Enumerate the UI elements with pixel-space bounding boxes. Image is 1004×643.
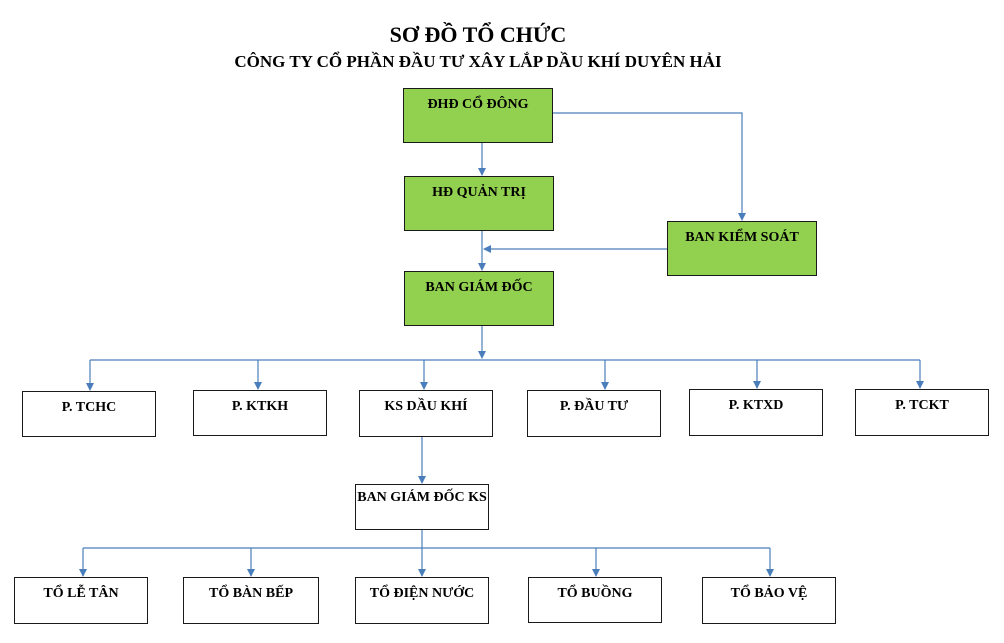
node-department-label: P. TCHC [61,400,117,415]
node-team-label: TỔ LỄ TÂN [43,586,119,601]
node-supervisory-label: BAN KIỂM SOÁT [685,230,799,245]
node-hotel-directors: BAN GIÁM ĐỐC KS [355,484,489,530]
node-team: TỔ ĐIỆN NƯỚC [355,577,489,624]
node-department: P. TCKT [855,389,989,436]
node-hotel-directors-label: BAN GIÁM ĐỐC KS [357,490,487,505]
node-department-label: P. TCKT [895,398,949,413]
node-supervisory: BAN KIỂM SOÁT [667,221,817,276]
node-department: P. KTKH [193,390,327,436]
node-board: HĐ QUẢN TRỊ [404,176,554,231]
chart-subtitle: CÔNG TY CỔ PHẦN ĐẦU TƯ XÂY LẮP DẦU KHÍ D… [234,52,722,71]
node-department-label: P. ĐẦU TƯ [559,399,629,414]
node-shareholders-label: ĐHĐ CỔ ĐÔNG [427,97,529,112]
connector-shareholders-supervisory [553,112,746,221]
node-department-label: KS DẦU KHÍ [384,399,468,414]
node-department: P. KTXD [689,389,823,436]
node-team: TỔ BÀN BẾP [183,577,319,624]
node-department-label: P. KTKH [231,399,289,414]
node-shareholders: ĐHĐ CỔ ĐÔNG [403,88,553,143]
node-team: TỔ LỄ TÂN [14,577,148,624]
node-directors-label: BAN GIÁM ĐỐC [425,280,533,295]
node-team-label: TỔ BUỒNG [557,586,633,601]
node-team-label: TỔ BẢO VỆ [730,586,808,601]
node-directors: BAN GIÁM ĐỐC [404,271,554,326]
node-department: P. TCHC [22,391,156,437]
node-team: TỔ BẢO VỆ [702,577,836,624]
node-team: TỔ BUỒNG [528,577,662,623]
chart-title: SƠ ĐỒ TỔ CHỨC [389,22,567,47]
node-team-label: TỔ BÀN BẾP [208,586,293,601]
node-department: P. ĐẦU TƯ [527,390,661,437]
node-department: KS DẦU KHÍ [359,390,493,437]
node-board-label: HĐ QUẢN TRỊ [432,185,526,200]
node-team-label: TỔ ĐIỆN NƯỚC [369,586,475,601]
node-department-label: P. KTXD [728,398,784,413]
